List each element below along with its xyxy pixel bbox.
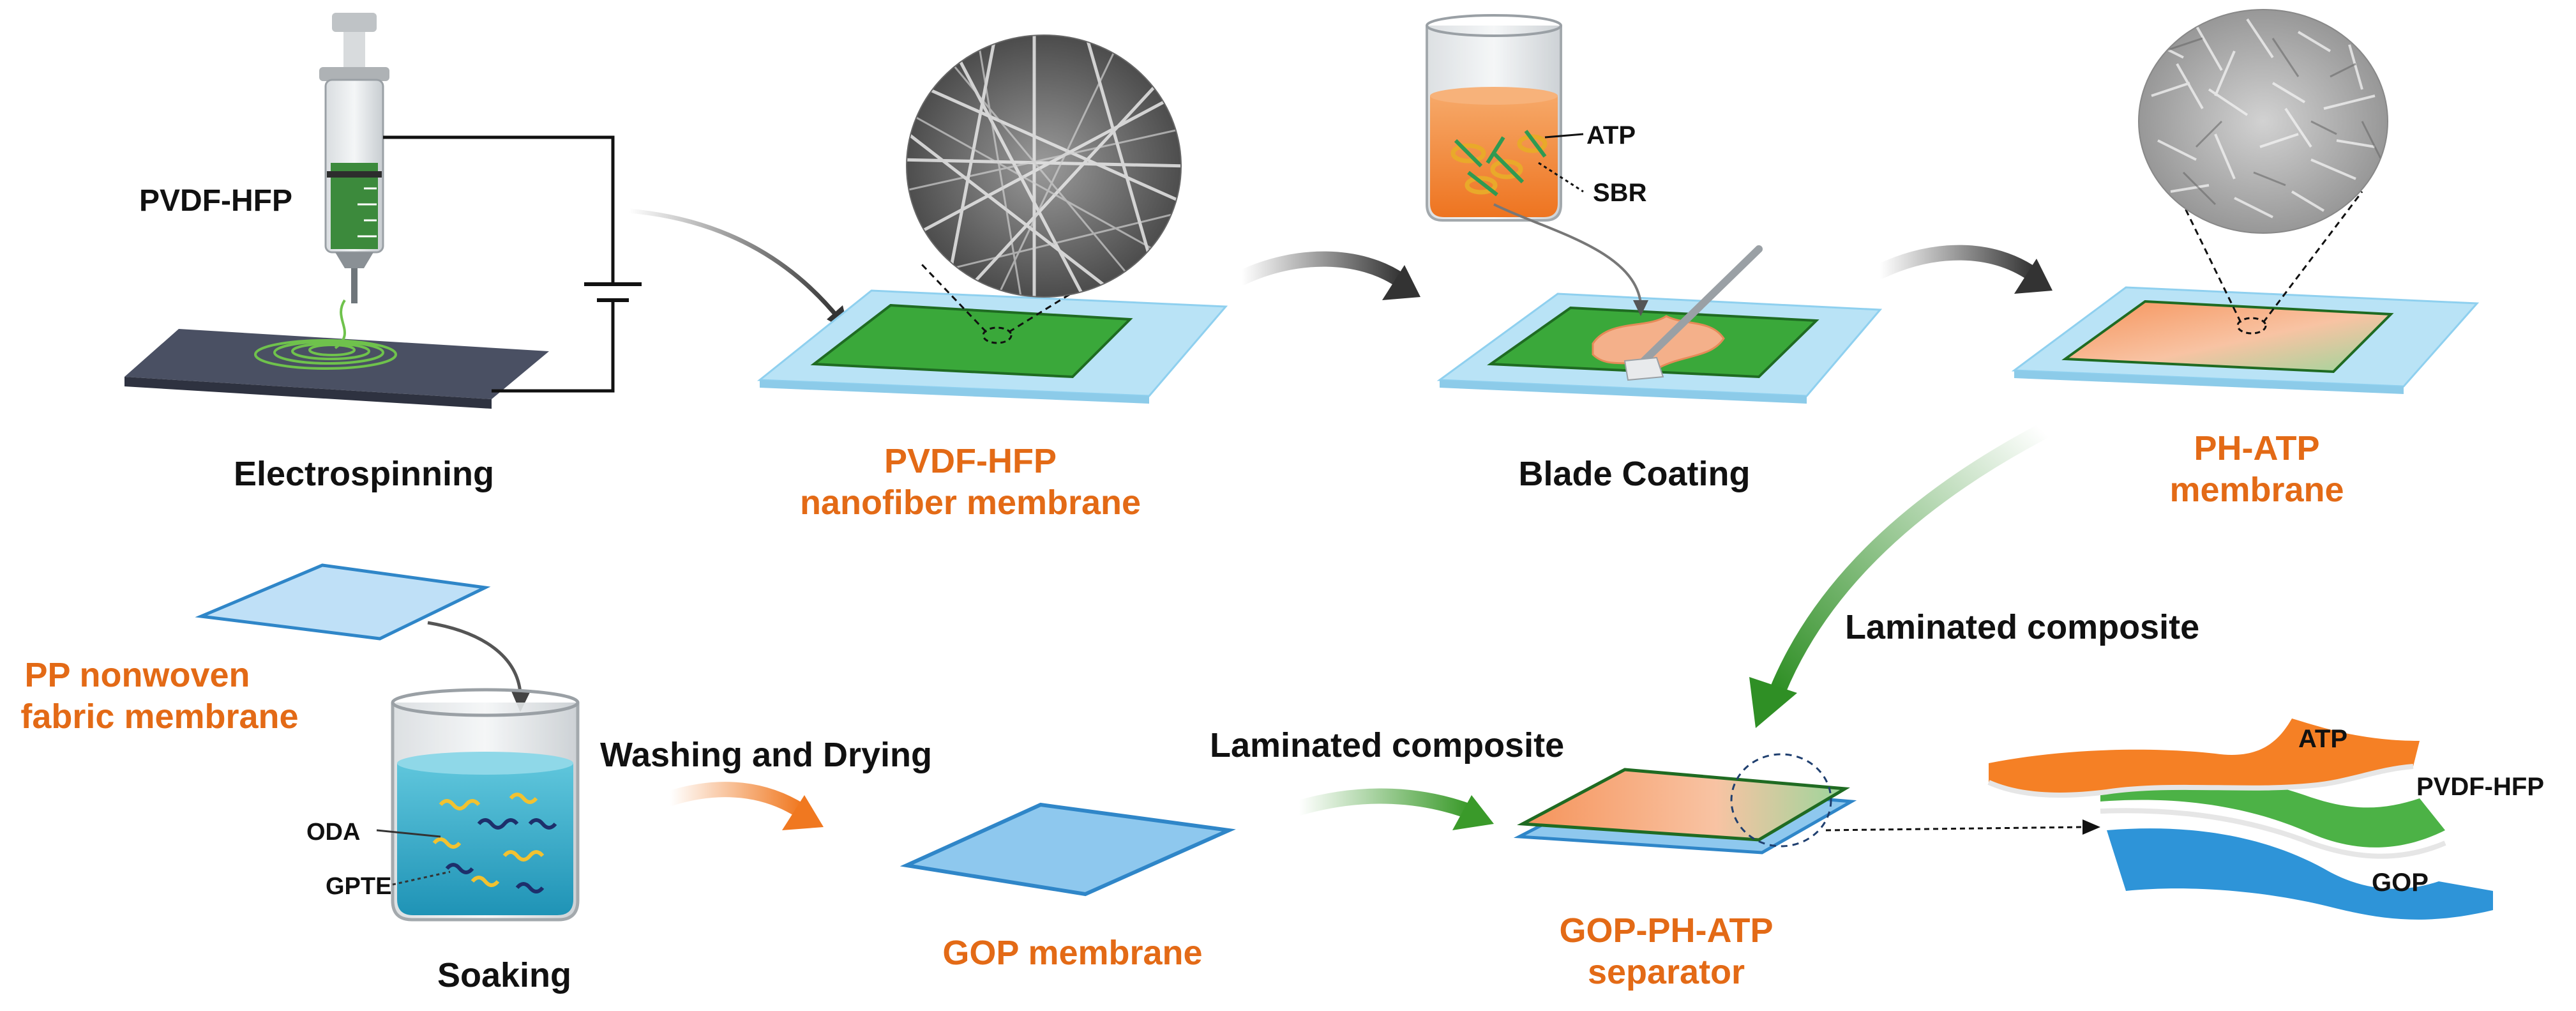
soaking-step: ODA GPTE PP nonwoven fabric membrane Soa… [20,563,580,994]
phatp-gradient-layer [2061,300,2394,374]
laminated-composite-label-2: Laminated composite [1210,726,1564,764]
syringe [319,13,389,303]
sem-atp-image [2139,10,2388,233]
separator-step: GOP-PH-ATP separator [1513,753,2100,991]
arrow-electrospin-to-membrane [628,208,849,332]
blade-coating-step-label: Blade Coating [1518,455,1750,493]
separator-atp-layer [1517,768,1850,842]
electrospinning-setup: PVDF-HFP Electrospinning [124,13,642,493]
separator-label-line2: separator [1588,953,1745,991]
blade-coating-step: ATP SBR Blade Coating [1426,14,1883,493]
phatp-label-line1: PH-ATP [2194,429,2320,467]
laminated-composite-label-1: Laminated composite [1845,608,2199,646]
sbr-beaker-label: SBR [1593,179,1647,207]
pp-fabric-label-line2: fabric membrane [20,697,298,736]
layer-gop-label: GOP [2372,869,2429,897]
arrow-soak-to-gop [663,782,824,830]
layer-stack-illustration: ATP PVDF-HFP GOP [1987,718,2544,920]
gop-membrane-step: GOP membrane [900,802,1236,972]
sem-nanofiber-image [907,35,1181,297]
power-circuit [383,135,615,393]
pvdf-green-layer [810,303,1133,379]
phatp-label-line2: membrane [2169,471,2344,509]
layer-pvdf [2100,775,2445,848]
arrow-phatp-to-separator [1749,423,2051,728]
arrow-gop-to-separator [1292,788,1494,830]
pp-fabric-label-line1: PP nonwoven [24,656,250,694]
washing-drying-label: Washing and Drying [600,736,932,774]
soaking-step-label: Soaking [437,956,571,994]
battery-symbol [584,282,642,302]
atp-beaker [1426,14,1584,222]
drip-line [1493,203,1642,304]
soak-beaker [376,688,580,922]
electrospinning-step-label: Electrospinning [234,455,494,493]
gop-membrane-label: GOP membrane [942,934,1202,972]
fiber-spiral [254,299,397,370]
ph-atp-step: PH-ATP membrane [2011,9,2480,509]
gpte-label: GPTE [326,873,391,900]
separator-label-line1: GOP-PH-ATP [1560,911,1774,950]
pp-fabric-sheet [195,563,491,641]
pvdf-membrane-label-line2: nanofiber membrane [800,483,1141,522]
layer-atp-label: ATP [2298,725,2347,753]
layer-gop [2107,828,2493,920]
pvdf-membrane-step: PVDF-HFP nanofiber membrane [757,34,1228,522]
arrow-membrane-to-blade [1234,251,1420,300]
arrow-blade-to-phatp [1872,245,2053,294]
syringe-polymer-label: PVDF-HFP [139,184,292,218]
pvdf-membrane-label-line1: PVDF-HFP [884,442,1057,480]
coating-blade [1623,245,1763,381]
layer-atp [1989,718,2420,795]
atp-beaker-label: ATP [1586,121,1636,149]
gop-sheet [900,802,1236,897]
layer-pvdf-label: PVDF-HFP [2416,773,2544,801]
oda-label: ODA [306,819,360,846]
